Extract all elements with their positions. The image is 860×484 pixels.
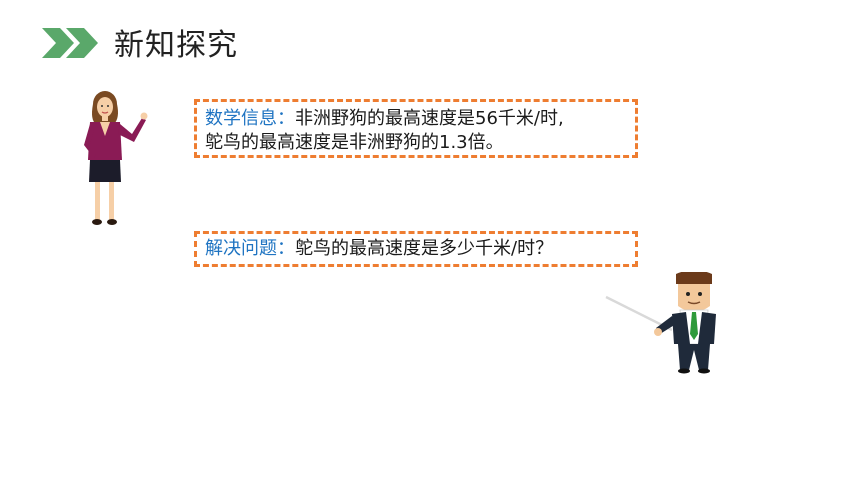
question-box: 解决问题：鸵鸟的最高速度是多少千米/时？	[194, 231, 638, 267]
info-line-1: 数学信息：非洲野狗的最高速度是56千米/时,	[205, 107, 627, 131]
info-text-1: 非洲野狗的最高速度是56千米/时,	[295, 108, 564, 129]
page-title: 新知探究	[114, 28, 238, 63]
info-box: 数学信息：非洲野狗的最高速度是56千米/时, 鸵鸟的最高速度是非洲野狗的1.3倍…	[194, 99, 638, 158]
presenter-illustration	[605, 272, 716, 374]
question-text: 鸵鸟的最高速度是多少千米/时？	[295, 238, 554, 259]
teacher-illustration	[84, 91, 148, 225]
info-text-2: 鸵鸟的最高速度是非洲野狗的1.3倍。	[205, 132, 504, 153]
double-chevron-icon	[42, 28, 98, 58]
question-label: 解决问题：	[205, 238, 295, 259]
info-label: 数学信息：	[205, 108, 295, 129]
